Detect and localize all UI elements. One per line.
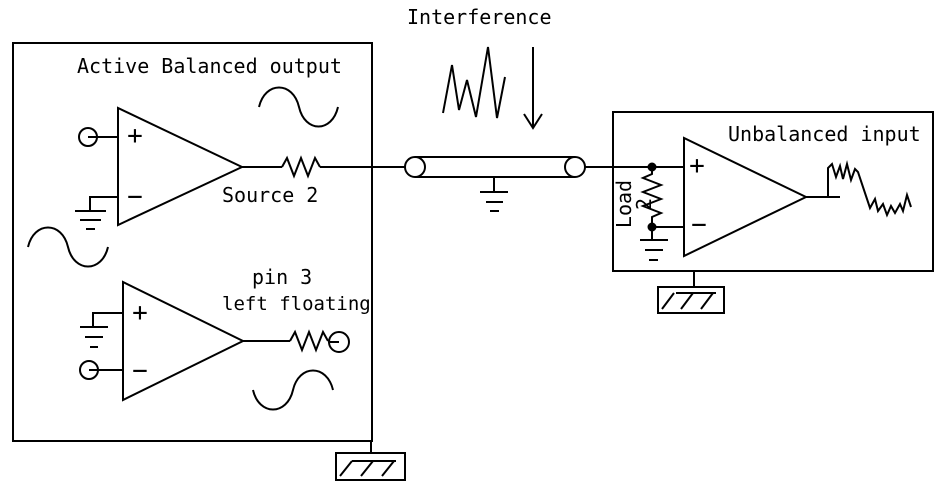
signal-ground-icon xyxy=(480,191,508,212)
pin3-output-terminal-icon xyxy=(328,331,350,353)
output-noise-icon xyxy=(827,160,912,218)
opamp3 xyxy=(683,136,840,258)
opamp1-triangle xyxy=(117,106,245,227)
signal-ground-icon xyxy=(640,239,668,261)
chassis-ground-hatches xyxy=(661,292,714,310)
opamp2-minus-label: − xyxy=(132,356,148,386)
chassis-ground-icon xyxy=(335,441,406,481)
source-resistor xyxy=(281,155,321,179)
signal-ground-bars xyxy=(640,239,668,261)
opamp2 xyxy=(79,280,350,402)
signal-ground-bars xyxy=(75,210,106,230)
interference-noise-icon xyxy=(442,46,506,119)
opamp1-plus-label: + xyxy=(127,121,143,151)
left-device-box xyxy=(12,42,373,442)
down-arrow-head xyxy=(523,113,543,130)
opamp1-input-terminal-icon xyxy=(78,127,98,147)
pin3-label-line2: left floating xyxy=(222,293,371,315)
down-arrow-icon xyxy=(523,47,543,130)
load-label: Load 2 xyxy=(612,179,656,229)
shielded-cable xyxy=(404,156,586,212)
opamp3-minus-label: − xyxy=(691,210,707,240)
opamp3-plus-label: + xyxy=(689,151,705,181)
opamp3-triangle xyxy=(683,136,809,258)
opamp1 xyxy=(75,106,245,230)
right-box-title: Unbalanced input xyxy=(728,122,921,146)
right-device-box xyxy=(612,111,934,272)
cable-end-right-icon xyxy=(564,156,586,178)
load-branch xyxy=(640,162,684,261)
opamp2-input-terminal-icon xyxy=(79,360,99,380)
signal-ground-bars xyxy=(80,326,108,348)
opamp1-minus-label: − xyxy=(127,182,143,212)
chassis-ground-hatches xyxy=(339,460,395,477)
pin3-label-line1: pin 3 xyxy=(252,265,313,289)
opamp2-triangle xyxy=(122,280,246,402)
pin3-resistor xyxy=(289,329,329,353)
sine-wave-hot-icon xyxy=(258,86,339,128)
chassis-ground-frame xyxy=(335,452,406,481)
opamp2-noninv-wire xyxy=(92,312,123,327)
signal-ground-bars xyxy=(480,191,508,212)
sine-wave-left-icon xyxy=(27,226,109,268)
opamp2-plus-label: + xyxy=(132,298,148,328)
chassis-ground-icon xyxy=(657,271,725,314)
source-label: Source 2 xyxy=(222,183,319,207)
signal-ground-icon xyxy=(75,210,106,230)
chassis-ground-frame xyxy=(657,286,725,314)
left-box-title: Active Balanced output xyxy=(77,54,342,78)
load-resistor xyxy=(640,167,664,227)
sine-wave-inverted-icon xyxy=(252,369,334,411)
opamp1-inv-wire xyxy=(89,196,118,211)
interference-label: Interference xyxy=(407,5,552,29)
signal-ground-icon xyxy=(80,326,108,348)
cable-end-left-icon xyxy=(404,156,426,178)
